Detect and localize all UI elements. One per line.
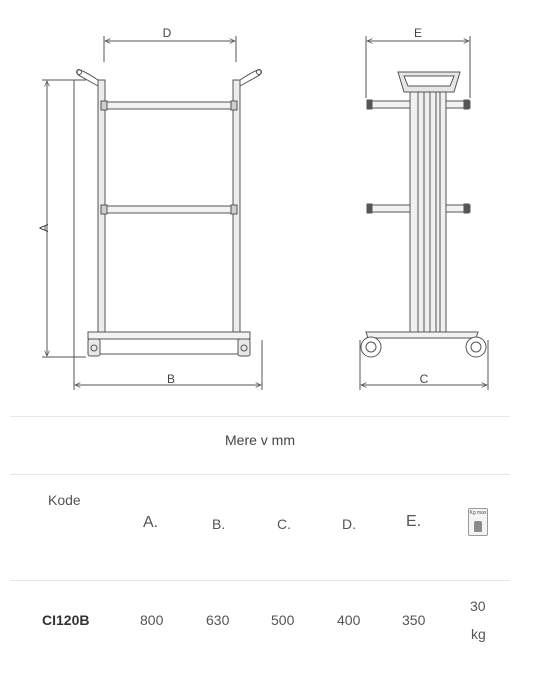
header-e: E.	[406, 513, 422, 530]
row-b: 630	[206, 612, 230, 628]
technical-drawing: D A B E C	[37, 26, 489, 390]
divider	[10, 580, 510, 581]
weight-symbol-icon	[474, 521, 482, 532]
header-b: B.	[212, 516, 226, 532]
header-c: C.	[277, 516, 291, 532]
dimension-label-c: C	[420, 372, 429, 386]
dimensions-caption: Mere v mm	[225, 432, 295, 448]
header-a: A.	[143, 514, 159, 531]
row-weight-value: 30	[470, 598, 486, 614]
row-c: 500	[271, 612, 295, 628]
kg-max-icon: Kg max	[468, 508, 488, 536]
dimension-label-b: B	[167, 372, 175, 386]
front-view	[42, 36, 263, 390]
divider	[10, 416, 510, 417]
dimension-label-a: A	[37, 224, 51, 232]
side-view	[359, 36, 489, 390]
row-code: CI120B	[42, 612, 90, 628]
dimension-label-d: D	[163, 26, 172, 40]
dimension-label-e: E	[414, 26, 422, 40]
row-a: 800	[140, 612, 164, 628]
header-d: D.	[342, 516, 356, 532]
kg-max-icon-label: Kg max	[469, 510, 487, 516]
row-d: 400	[337, 612, 361, 628]
divider	[10, 474, 510, 475]
row-weight-unit: kg	[471, 626, 486, 642]
header-code: Kode	[48, 492, 81, 508]
row-e: 350	[402, 612, 426, 628]
